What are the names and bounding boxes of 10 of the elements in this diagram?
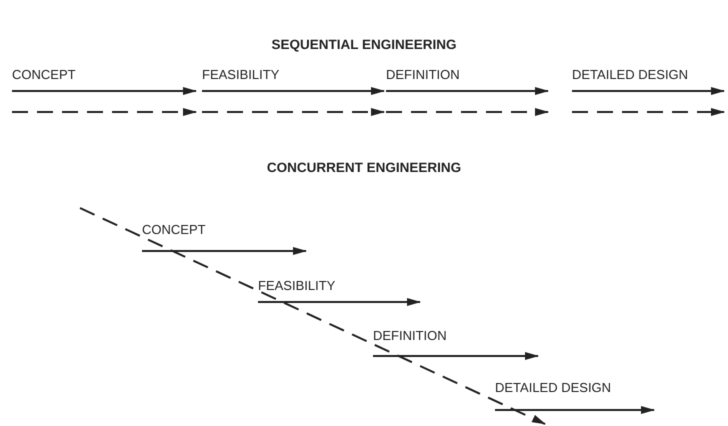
phase-label: CONCEPT — [142, 222, 206, 237]
phase-label: CONCEPT — [12, 67, 76, 82]
section-heading: SEQUENTIAL ENGINEERING — [271, 37, 457, 52]
section-heading: CONCURRENT ENGINEERING — [266, 160, 462, 175]
phase-label: DEFINITION — [386, 67, 460, 82]
phase-label: FEASIBILITY — [202, 67, 280, 82]
phase-label: FEASIBILITY — [258, 278, 336, 293]
phase-label: DETAILED DESIGN — [572, 67, 688, 82]
phase-label: DETAILED DESIGN — [495, 380, 612, 395]
phase-label: DEFINITION — [373, 328, 447, 343]
